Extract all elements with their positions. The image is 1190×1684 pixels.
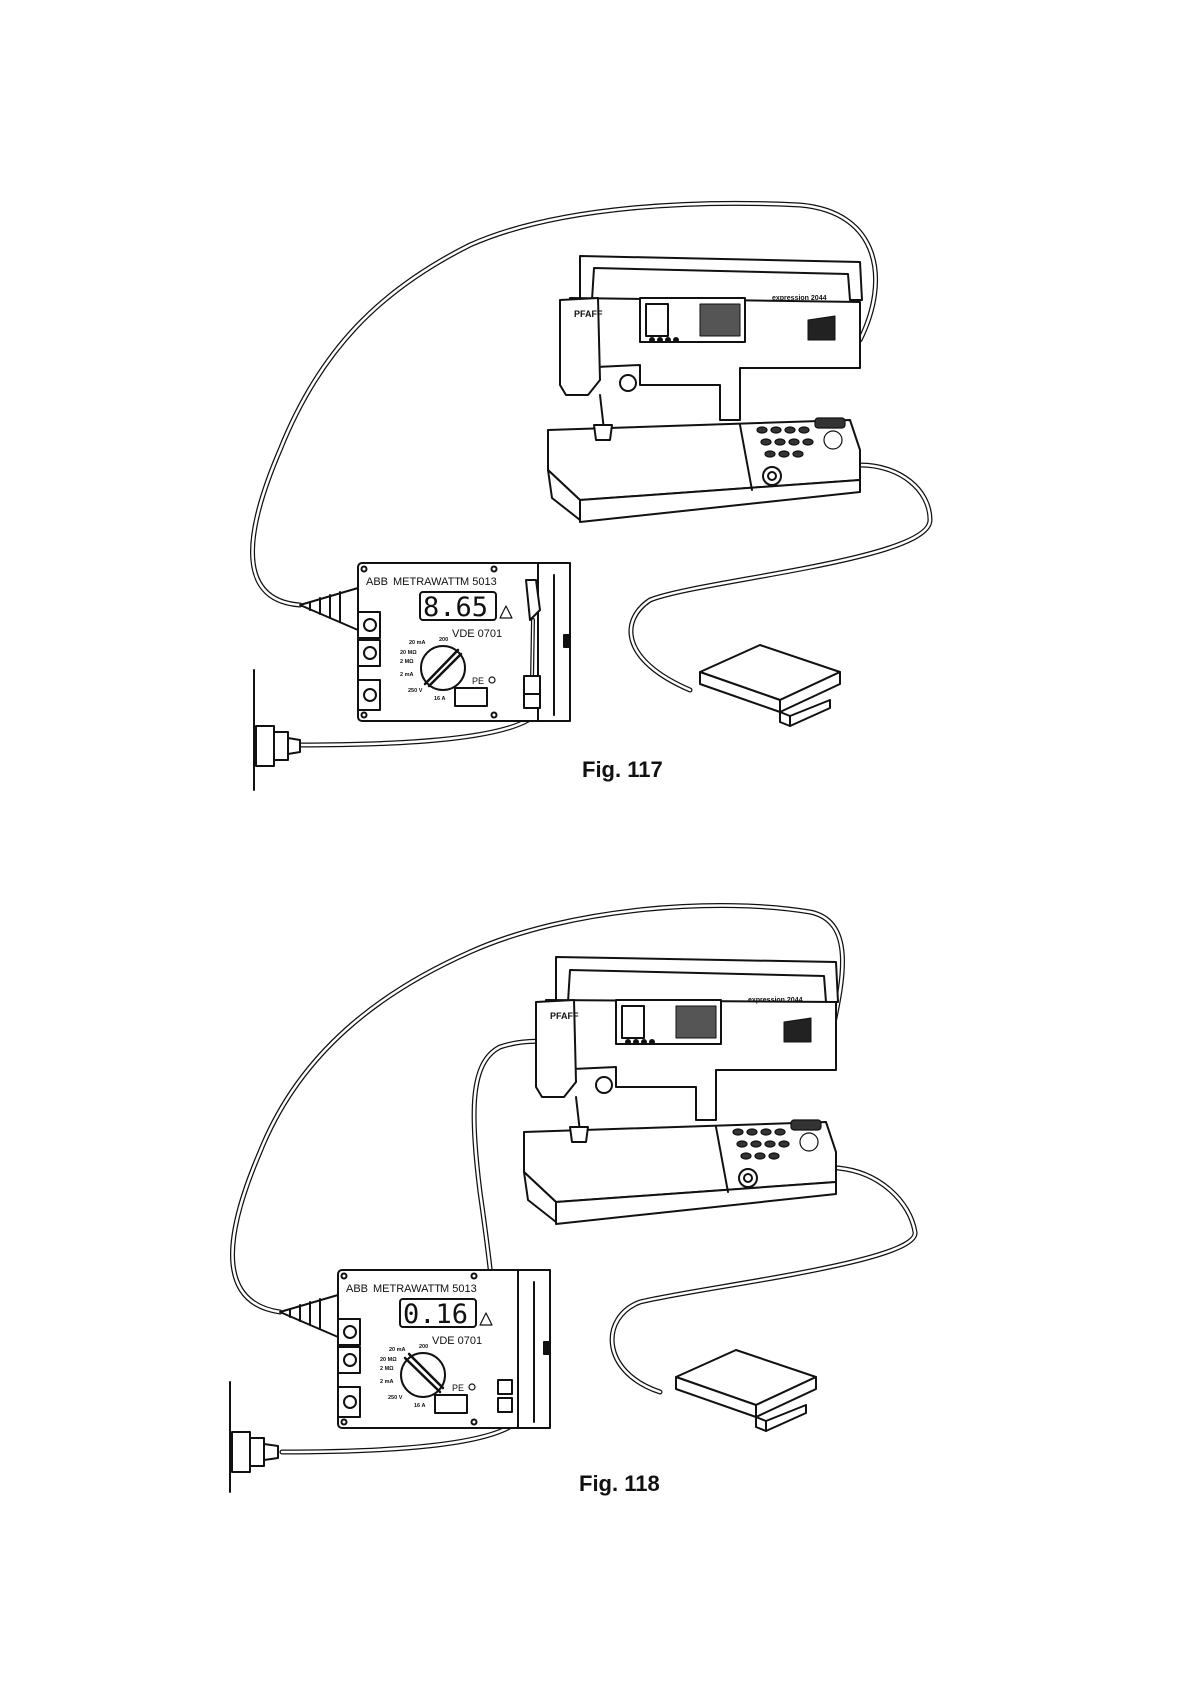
machine-brand: PFAFF xyxy=(550,1011,579,1021)
dial-label-250v: 250 V xyxy=(388,1395,403,1401)
dial-label-250v: 250 V xyxy=(408,688,423,694)
figure-117: ABB METRAWATT M 5013 8.65 VDE 0701 20 mA… xyxy=(0,0,1190,842)
figure-117-illustration: ABB METRAWATT M 5013 8.65 VDE 0701 20 mA… xyxy=(0,0,1190,842)
tester-model: M 5013 xyxy=(440,1283,477,1295)
tester-brand: ABB xyxy=(366,576,388,588)
figure-118: ABB METRAWATT M 5013 0.16 VDE 0701 20 mA… xyxy=(0,842,1190,1684)
pe-label: PE xyxy=(452,1383,464,1393)
dial-label-2mohm: 2 MΩ xyxy=(380,1366,394,1372)
machine-model: expression 2044 xyxy=(772,295,827,302)
dial-label-20mohm: 20 MΩ xyxy=(380,1357,397,1363)
tester-display-value: 0.16 xyxy=(403,1299,468,1330)
figure-118-illustration: ABB METRAWATT M 5013 0.16 VDE 0701 20 mA… xyxy=(0,842,1190,1684)
wall-plug xyxy=(232,1432,278,1472)
tester-model: M 5013 xyxy=(460,576,497,588)
figure-caption: Fig. 118 xyxy=(579,1471,660,1497)
dial-label-20ma: 20 mA xyxy=(389,1347,406,1353)
dial-label-2ma: 2 mA xyxy=(400,672,413,678)
machine-model: expression 2044 xyxy=(748,997,803,1004)
dial-label-200: 200 xyxy=(439,637,448,643)
tester-name: METRAWATT xyxy=(373,1283,441,1295)
tester-brand: ABB xyxy=(346,1283,368,1295)
dial-label-2mohm: 2 MΩ xyxy=(400,659,414,665)
tester-display-value: 8.65 xyxy=(423,592,488,623)
tester-name: METRAWATT xyxy=(393,576,461,588)
wall-plug xyxy=(256,726,300,766)
dial-label-16a: 16 A xyxy=(414,1403,425,1409)
pe-label: PE xyxy=(472,676,484,686)
dial-label-2ma: 2 mA xyxy=(380,1379,393,1385)
tester-standard: VDE 0701 xyxy=(452,628,502,640)
foot-pedal xyxy=(676,1350,816,1431)
dial-label-20ma: 20 mA xyxy=(409,640,426,646)
dial-label-16a: 16 A xyxy=(434,696,445,702)
dial-label-20mohm: 20 MΩ xyxy=(400,650,417,656)
foot-pedal xyxy=(700,645,840,726)
figure-caption: Fig. 117 xyxy=(582,757,663,783)
tester-standard: VDE 0701 xyxy=(432,1335,482,1347)
machine-brand: PFAFF xyxy=(574,309,603,319)
dial-label-200: 200 xyxy=(419,1344,428,1350)
